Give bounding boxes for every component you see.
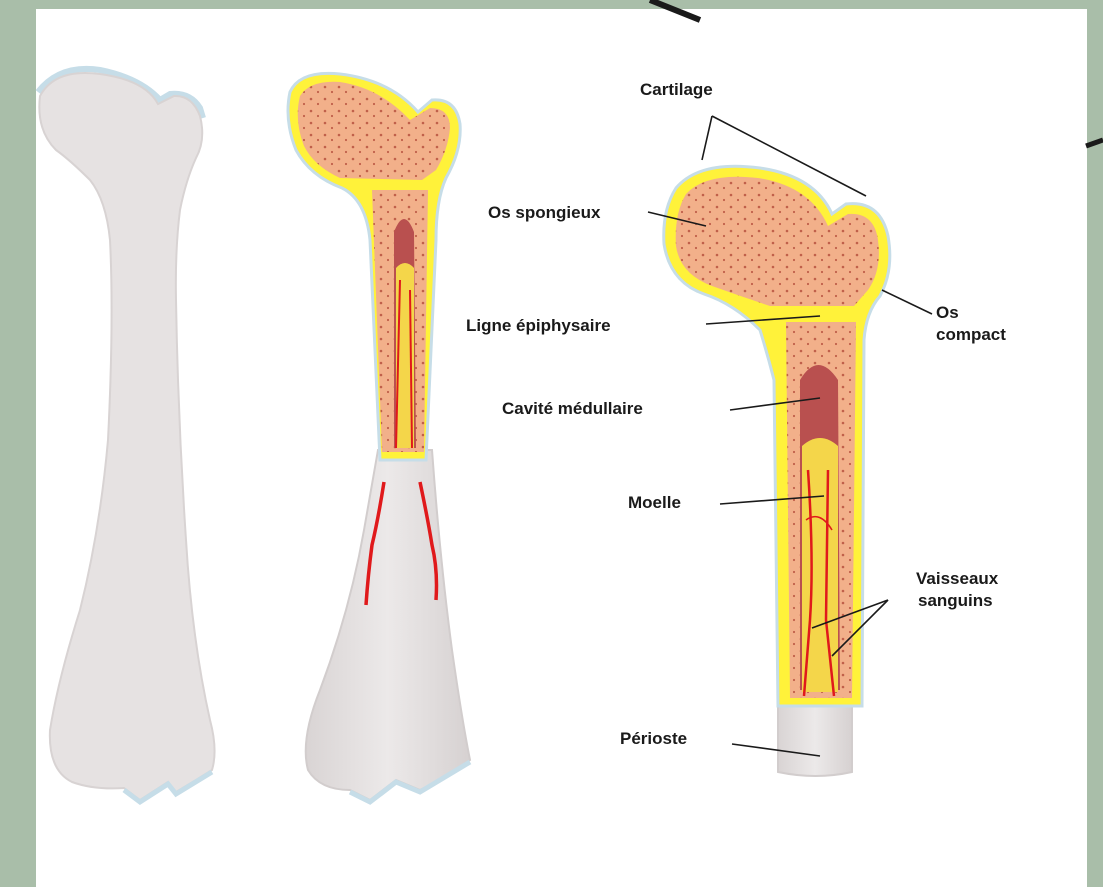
label-cartilage: Cartilage	[640, 80, 713, 99]
label-perioste: Périoste	[620, 729, 687, 748]
label-os-compact-line1: Os	[936, 303, 959, 322]
femur-whole	[38, 69, 215, 802]
decorative-edge-line	[1086, 140, 1103, 146]
leader-cartilage-left	[702, 116, 712, 160]
femur-partial-section	[288, 73, 470, 802]
femur-labeled-section	[664, 166, 890, 776]
femur-partial-lower-shaft	[306, 450, 470, 800]
decorative-corner-line	[650, 0, 700, 20]
label-vaisseaux-line2: sanguins	[918, 591, 993, 610]
label-moelle: Moelle	[628, 493, 681, 512]
leader-os-compact	[882, 290, 932, 314]
label-ligne-epiphysaire: Ligne épiphysaire	[466, 316, 611, 335]
label-os-spongieux: Os spongieux	[488, 203, 601, 222]
femur-whole-body	[39, 73, 214, 800]
femur-partial-spongy-texture	[298, 82, 450, 180]
label-cavite-medullaire: Cavité médullaire	[502, 399, 643, 418]
label-vaisseaux-line1: Vaisseaux	[916, 569, 999, 588]
label-os-compact-line2: compact	[936, 325, 1006, 344]
femur-labeled-lower-shaft	[778, 700, 852, 776]
